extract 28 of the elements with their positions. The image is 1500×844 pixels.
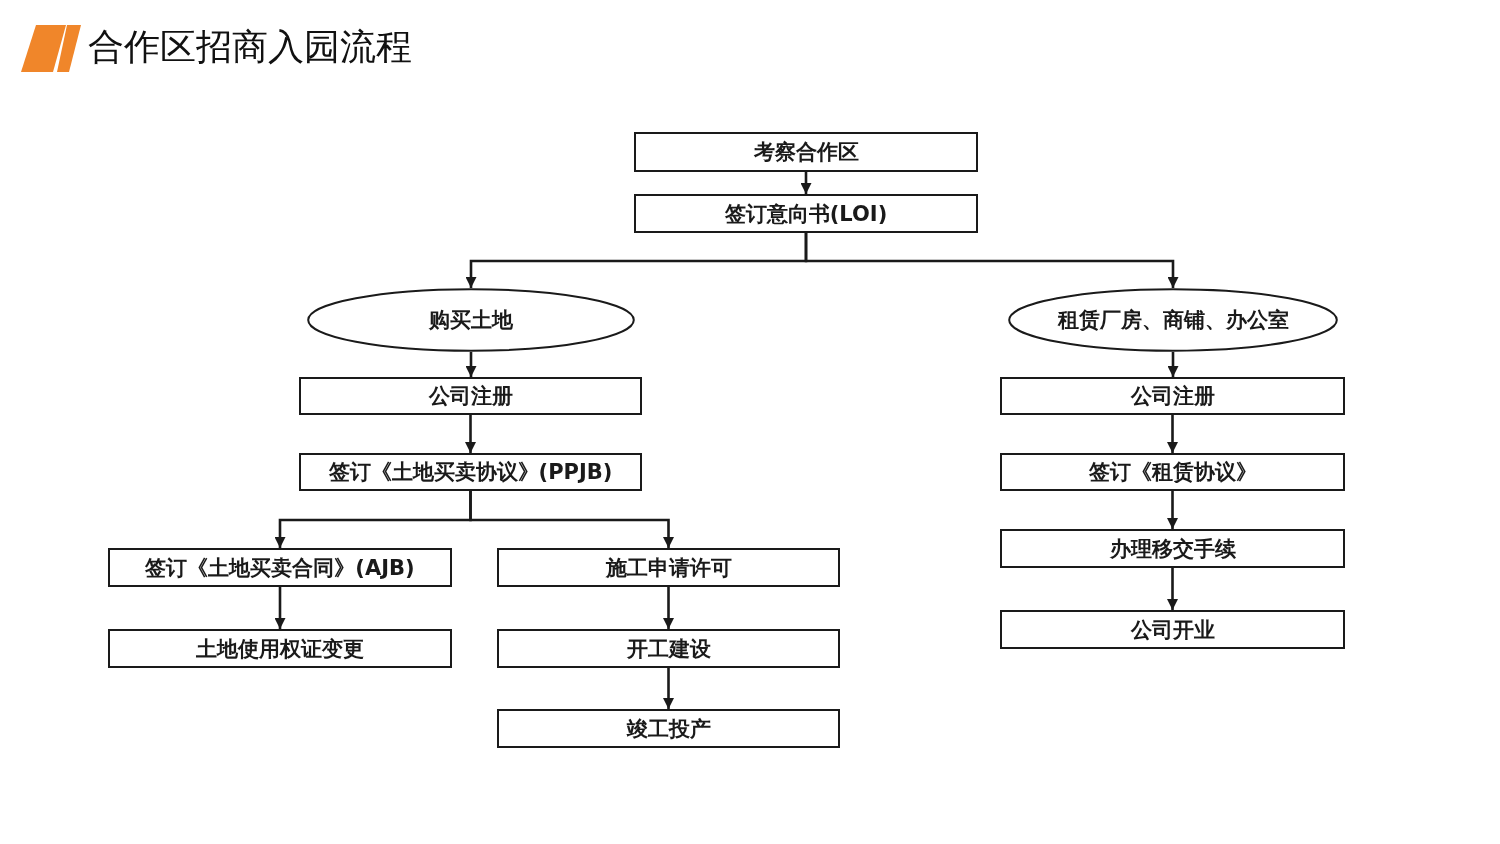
process-box: 公司注册: [299, 377, 642, 415]
option-ellipse: 租赁厂房、商铺、办公室: [1008, 288, 1338, 352]
arrow: [465, 352, 477, 377]
arrow: [804, 233, 1179, 288]
arrow: [274, 587, 286, 629]
process-box: 签订《土地买卖协议》(PPJB): [299, 453, 642, 491]
process-box: 开工建设: [497, 629, 840, 668]
arrow: [1167, 491, 1178, 529]
process-box: 签订意向书(LOI): [634, 194, 978, 233]
process-box: 竣工投产: [497, 709, 840, 748]
arrow: [663, 668, 674, 709]
process-box: 施工申请许可: [497, 548, 840, 587]
arrow: [465, 415, 476, 453]
arrow: [800, 172, 812, 194]
arrow: [469, 491, 674, 548]
process-box: 公司开业: [1000, 610, 1345, 649]
arrow: [1167, 568, 1178, 610]
arrow: [663, 587, 674, 629]
process-box: 办理移交手续: [1000, 529, 1345, 568]
title: 合作区招商入园流程: [88, 26, 412, 68]
arrow: [1167, 352, 1179, 377]
arrow: [1167, 415, 1178, 453]
option-ellipse: 购买土地: [307, 288, 635, 352]
process-box: 签订《土地买卖合同》(AJB): [108, 548, 452, 587]
process-box: 签订《租赁协议》: [1000, 453, 1345, 491]
process-box: 土地使用权证变更: [108, 629, 452, 668]
process-box: 考察合作区: [634, 132, 978, 172]
process-box: 公司注册: [1000, 377, 1345, 415]
